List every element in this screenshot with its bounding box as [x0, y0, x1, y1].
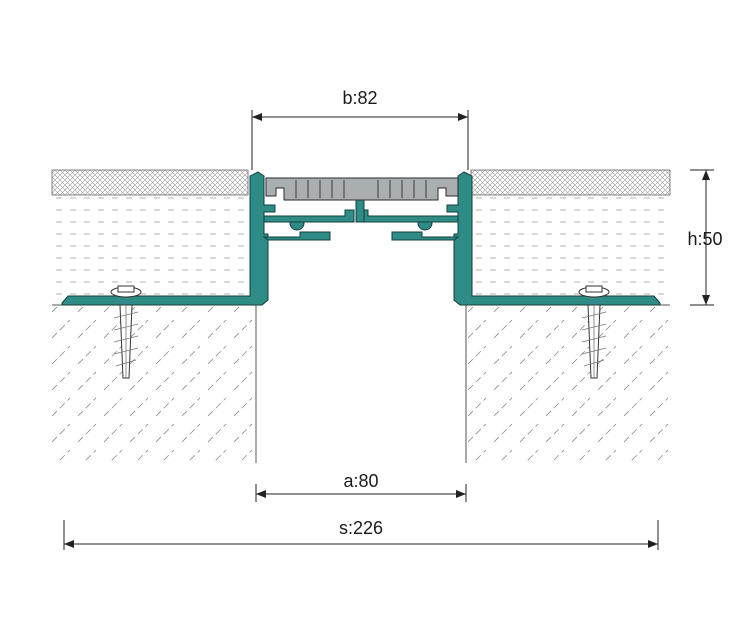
dimension-s: s:226: [63, 518, 659, 550]
dimension-b: b:82: [251, 88, 469, 170]
dimension-a-label: a:80: [343, 471, 378, 491]
dimension-a: a:80: [255, 471, 467, 502]
left-anchor: [110, 285, 142, 379]
dimension-b-label: b:82: [342, 88, 377, 108]
right-aluminium-profile: [359, 171, 661, 306]
dimension-s-label: s:226: [339, 518, 383, 538]
screed-layer: [52, 195, 670, 305]
floor-finish-layer: [51, 169, 671, 196]
left-aluminium-profile: [61, 171, 355, 306]
right-anchor: [578, 285, 610, 379]
dimension-h: h:50: [687, 169, 723, 306]
insert-profile: [265, 177, 459, 201]
dimension-h-label: h:50: [687, 229, 722, 249]
concrete-substrate: [52, 304, 670, 463]
